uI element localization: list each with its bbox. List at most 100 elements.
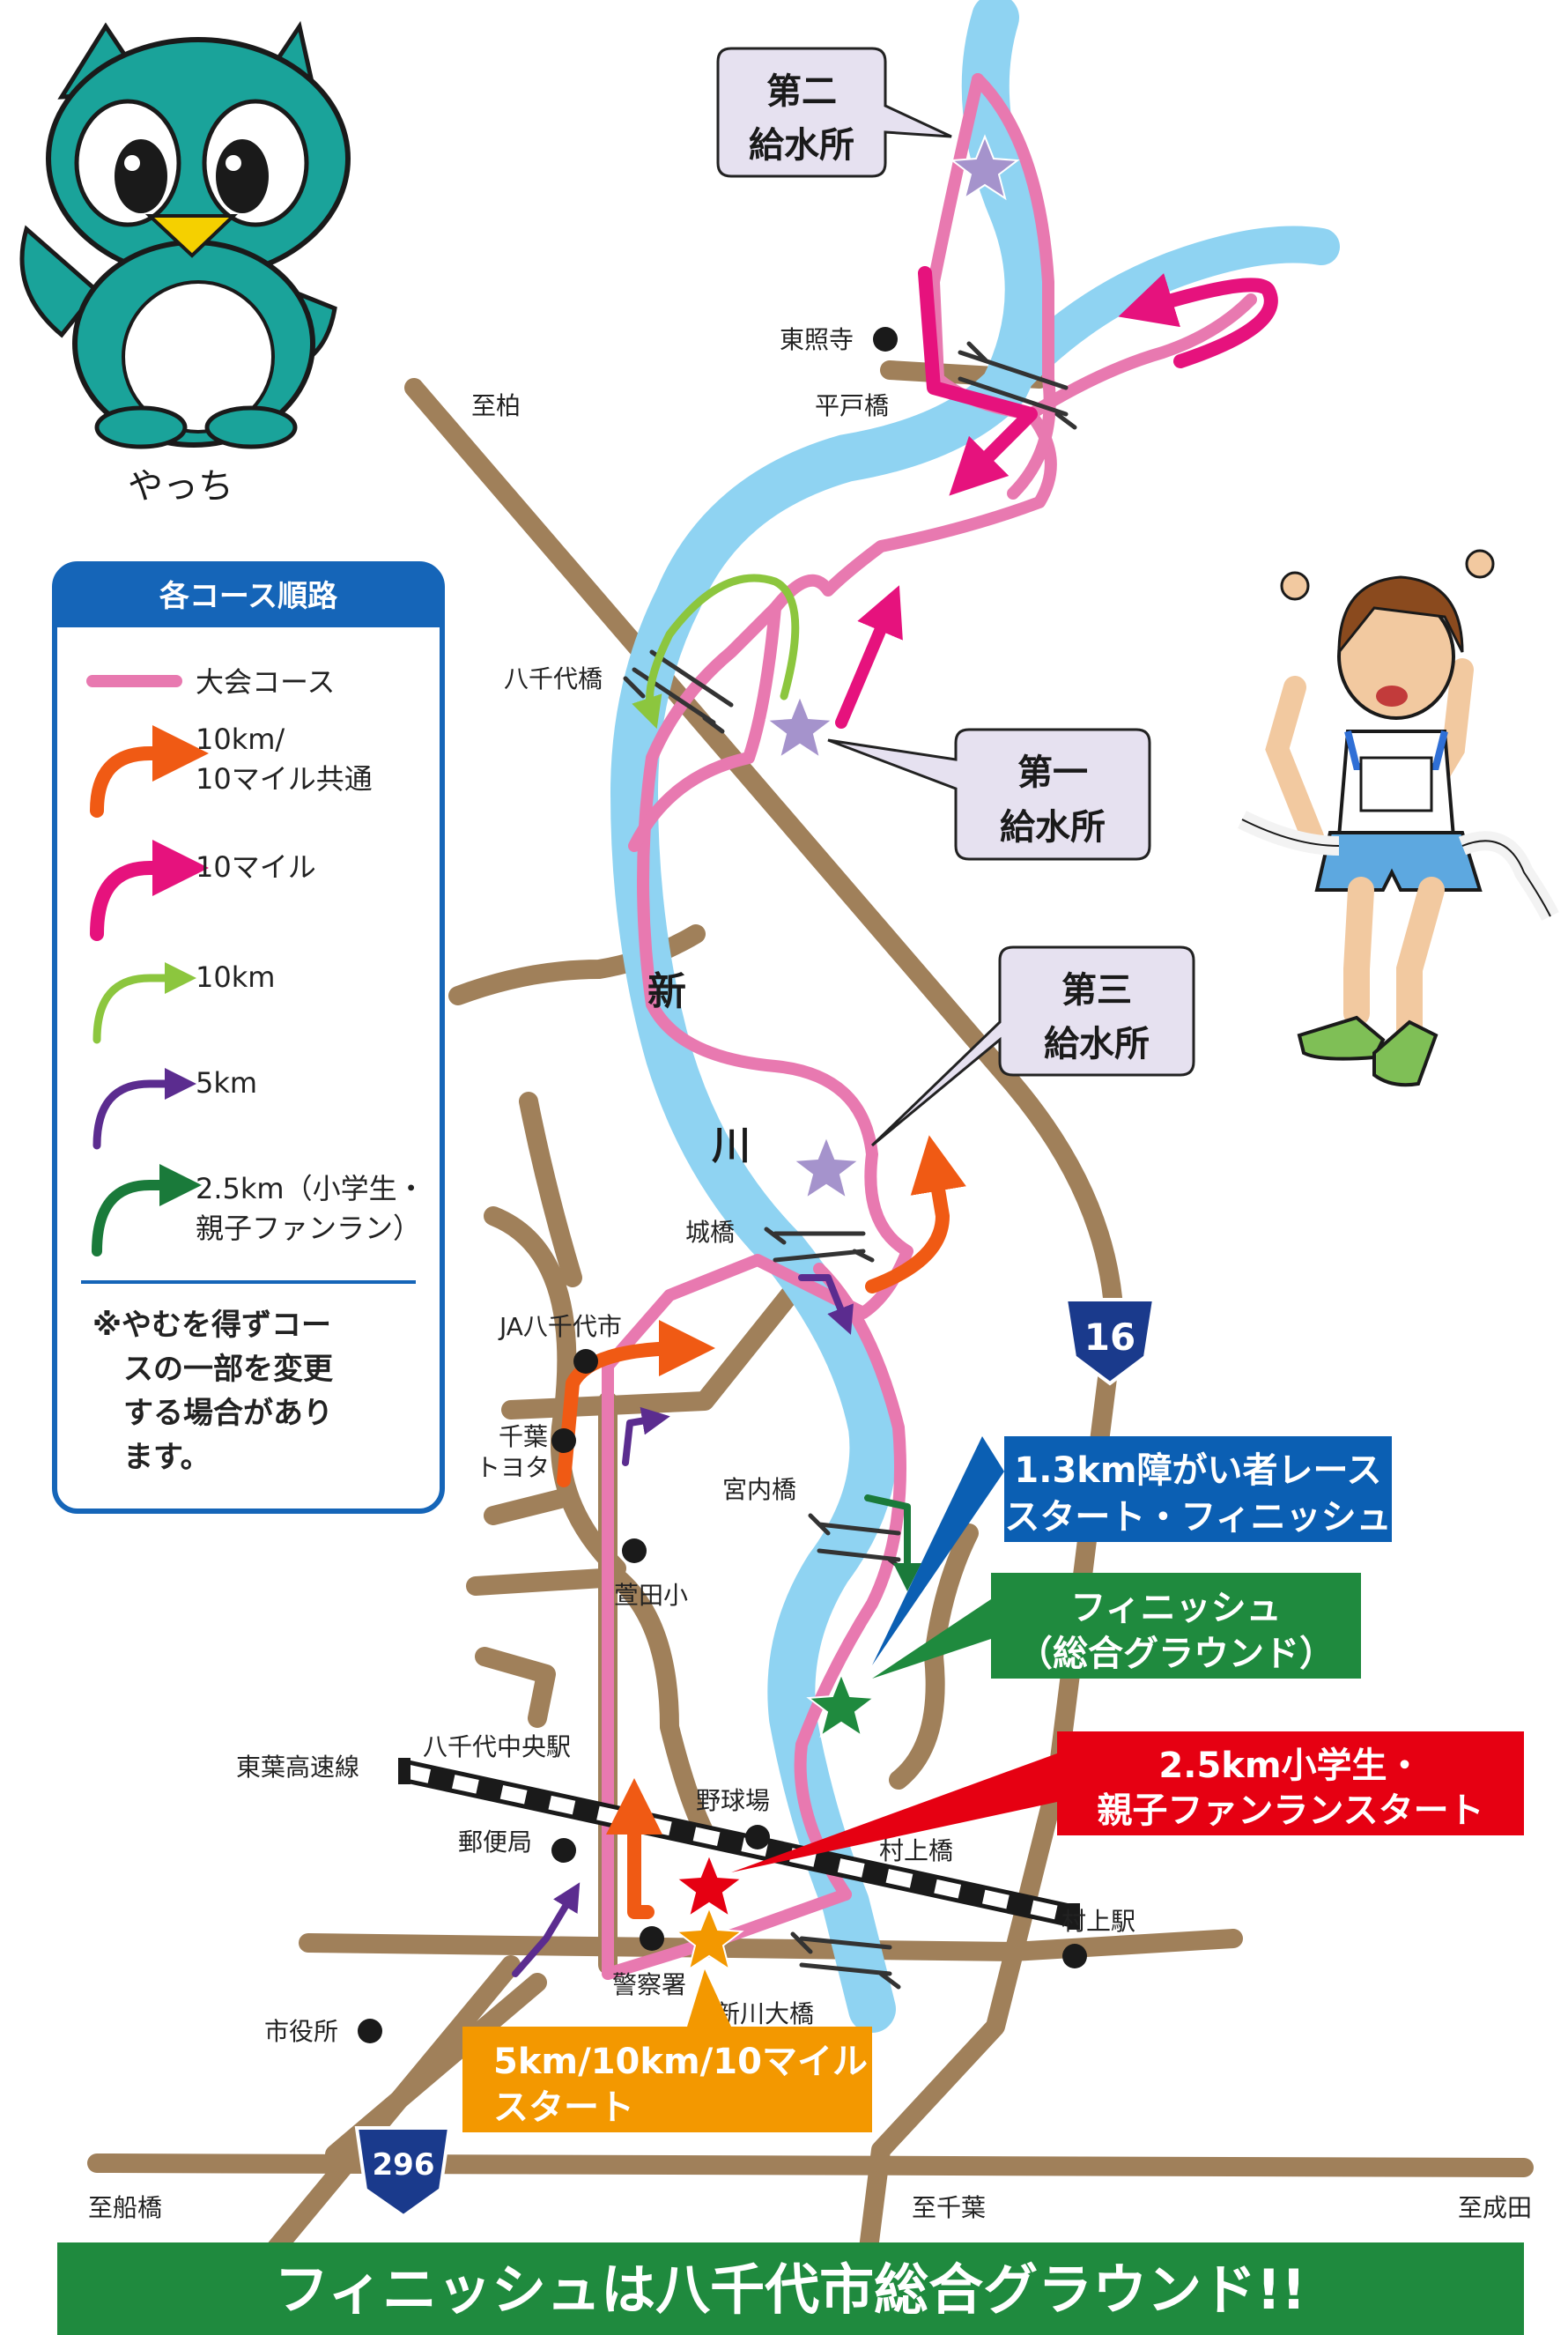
dot-tosho-ji (873, 327, 898, 352)
arrow-10mile-down (918, 266, 1038, 496)
label-chiba-toyota-1: 千葉 (499, 1422, 548, 1451)
arrow-common-ja (557, 1320, 715, 1487)
place-labels: 至柏 東照寺 平戸橋 八千代橋 新 川 城橋 JA八千代市 千葉 トヨタ 宮内橋… (88, 325, 1532, 2222)
callout-third-line2: 給水所 (1044, 1024, 1150, 1064)
arrow-5km-jo (798, 1274, 854, 1335)
dot-murakami-eki (1062, 1944, 1087, 1968)
dot-chiba-toyota (551, 1428, 576, 1453)
box-disabled-line1: 1.3km障がい者レース (1014, 1450, 1381, 1491)
star-first-station (765, 693, 835, 760)
callout-third-station: 第三 給水所 (870, 945, 1195, 1147)
box-kids-start: 2.5km小学生・ 親子ファンランスタート (731, 1731, 1524, 1872)
road-left-branch-2 (484, 1488, 573, 1525)
box-kids-line2: 親子ファンランスタート (1097, 1790, 1483, 1831)
legend-item-2-5km-1: 2.5km（小学生・ (196, 1172, 425, 1205)
dot-keisatsusho (640, 1926, 664, 1951)
road-left-branch-3 (475, 1647, 556, 1728)
label-chiba-toyota-2: トヨタ (476, 1453, 550, 1482)
box-disabled-race: 1.3km障がい者レース スタート・フィニッシュ (872, 1436, 1392, 1665)
star-second-station (950, 134, 1020, 201)
legend-item-5km: 5km (196, 1066, 257, 1100)
footer-text: フィニッシュは八千代市総合グラウンド!! (274, 2257, 1305, 2322)
box-disabled-line2: スタート・フィニッシュ (1004, 1497, 1391, 1538)
label-shinkawa-1: 新 (647, 969, 686, 1014)
legend-item-common-2: 10マイル共通 (196, 762, 373, 796)
box-finish-line2: （総合グラウンド） (1017, 1634, 1335, 1674)
box-main-start: 5km/10km/10マイル スタート (462, 1969, 872, 2132)
callout-second-station: 第二 給水所 (716, 47, 952, 178)
route-296-shield: 296 (354, 2126, 452, 2219)
star-main-start (674, 1905, 744, 1972)
road-upper-mid (519, 1092, 582, 1287)
landmark-dots (358, 327, 1087, 2043)
legend: 各コース順路 大会コース 10km/ 10マイル共通 10マイル 10km 5k… (52, 561, 445, 1514)
label-miyauchi-bashi: 宮内橋 (722, 1475, 796, 1504)
mascot-name: やっち (128, 466, 233, 507)
dot-ja (573, 1349, 598, 1374)
dot-yubinkyoku (551, 1838, 576, 1863)
box-main-line1: 5km/10km/10マイル (493, 2042, 868, 2082)
legend-note-2: スの一部を変更 (123, 1352, 334, 1387)
legend-item-10km: 10km (196, 960, 275, 994)
label-keisatsusho: 警察署 (612, 1970, 686, 1999)
bridge-hirato (958, 341, 1077, 430)
legend-item-common-1: 10km/ (196, 723, 285, 756)
river-shinkawa (610, 0, 1340, 2033)
mascot-yacchi: やっち (19, 20, 351, 507)
label-yachiyo-bashi: 八千代橋 (504, 664, 603, 693)
legend-title: 各コース順路 (159, 579, 338, 614)
road-bottom-horizontal (87, 2153, 1534, 2177)
dot-kayada-sho (622, 1538, 647, 1563)
label-murakami-bashi: 村上橋 (879, 1836, 953, 1865)
arrow-5km-ja (622, 1406, 670, 1466)
label-yubinkyoku: 郵便局 (458, 1827, 532, 1857)
footer-banner: フィニッシュは八千代市総合グラウンド!! (57, 2242, 1524, 2335)
legend-item-course: 大会コース (196, 665, 335, 699)
bridge-yachiyo (623, 649, 734, 734)
callout-second-line1: 第二 (766, 71, 837, 112)
label-ja-yachiyo: JA八千代市 (498, 1312, 622, 1341)
callout-first-station: 第一 給水所 (827, 728, 1151, 861)
label-murakami-eki: 村上駅 (1061, 1907, 1135, 1936)
label-kashiwa: 至柏 (471, 391, 521, 420)
label-kayada-sho: 萱田小 (614, 1581, 688, 1610)
dot-shiyakusho (358, 2019, 382, 2043)
legend-note-3: する場合があり (123, 1396, 333, 1431)
stars (674, 134, 1020, 1972)
arrow-10km-turn (632, 574, 800, 730)
bridge-miyauchi (808, 1513, 910, 1575)
arrow-2-5km (864, 1494, 921, 1591)
railway-toyo (398, 1758, 1080, 1930)
label-yachiyo-chuo: 八千代中央駅 (423, 1732, 571, 1761)
label-funabashi: 至船橋 (88, 2193, 162, 2222)
star-third-station (791, 1134, 862, 1201)
road-diagonal-mid (325, 1973, 547, 2164)
box-kids-line1: 2.5km小学生・ (1158, 1746, 1422, 1786)
arrow-common-turn (865, 1135, 966, 1294)
legend-note-1: ※やむを得ずコー (92, 1308, 331, 1343)
arrow-10mile-up (835, 585, 903, 729)
callout-first-line2: 給水所 (1000, 807, 1106, 848)
dot-yakyujo (745, 1825, 770, 1849)
road-left-branch (466, 1568, 714, 1842)
box-main-line2: スタート (493, 2087, 634, 2128)
star-finish (806, 1672, 876, 1738)
arrow-common-start (606, 1778, 662, 1919)
label-jo-bashi: 城橋 (685, 1218, 735, 1247)
box-finish: フィニッシュ （総合グラウンド） (872, 1573, 1361, 1679)
bridge-shinkawa-ohashi (790, 1931, 901, 1990)
label-shinkawa-ohashi: 新川大橋 (715, 1999, 814, 2028)
label-tosho-ji: 東照寺 (780, 325, 854, 354)
callout-third-line1: 第三 (1061, 970, 1132, 1011)
callout-first-line1: 第一 (1017, 752, 1088, 793)
legend-note-4: ます。 (123, 1440, 211, 1475)
arrow-10mile-loop (1118, 273, 1278, 368)
box-finish-line1: フィニッシュ (1070, 1588, 1281, 1628)
label-chiba: 至千葉 (912, 2193, 986, 2222)
label-shinkawa-2: 川 (712, 1123, 751, 1168)
road-lower-horizontal (299, 1929, 1243, 1961)
star-kids-start (674, 1852, 744, 1919)
label-yakyujo: 野球場 (696, 1786, 770, 1815)
legend-item-2-5km-2: 親子ファンラン） (196, 1212, 421, 1245)
